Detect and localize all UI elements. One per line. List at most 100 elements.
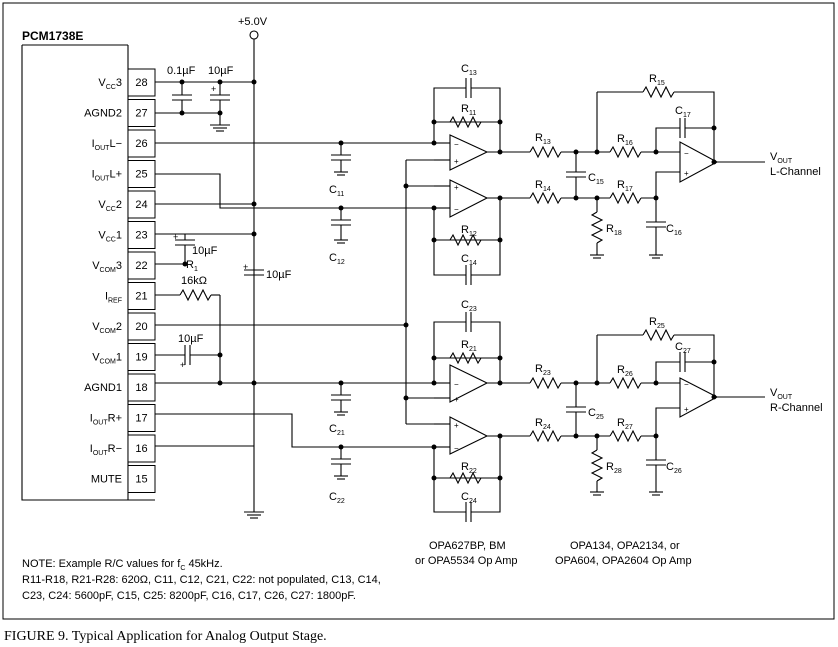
label-c-01uf: 0.1µF [167, 65, 196, 77]
svg-text:VOUT: VOUT [770, 387, 793, 401]
pin-label: IOUTR− [90, 443, 122, 457]
pin-label: IOUTL− [92, 138, 122, 152]
opamp2-line1: OPA134, OPA2134, or [570, 540, 680, 552]
note-line1b: 45kHz. [185, 558, 222, 570]
ref-r13: R13 [535, 132, 551, 146]
pin-label: IREF [105, 291, 122, 305]
pin-label: VCOM1 [92, 352, 122, 366]
vout-left-channel: L-Channel [770, 166, 821, 178]
pin-number: 17 [135, 413, 147, 425]
pin-number: 26 [135, 138, 147, 150]
svg-text:VOUT: VOUT [770, 151, 793, 165]
note-line1a: NOTE: Example R/C values for f [22, 558, 181, 570]
vout-right-channel: R-Channel [770, 402, 823, 414]
svg-text:+: + [211, 84, 216, 94]
ref-r18: R18 [606, 223, 622, 237]
svg-text:+: + [684, 405, 689, 414]
pin-number: 15 [135, 474, 147, 486]
ref-r28: R28 [606, 461, 622, 475]
vout-left-sub: OUT [777, 158, 793, 165]
opamp2-line2: OPA604, OPA2604 Op Amp [555, 555, 692, 567]
pin-label: AGND2 [84, 108, 122, 120]
svg-text:+: + [454, 395, 459, 404]
ref-c13: C13 [461, 63, 477, 77]
vout-left-base: V [770, 151, 778, 163]
ref-c25: C25 [588, 407, 604, 421]
pin-number: 16 [135, 443, 147, 455]
ref-r22: R22 [461, 461, 477, 475]
pin-number: 21 [135, 291, 147, 303]
svg-text:−: − [684, 380, 689, 389]
note-line2: R11-R18, R21-R28: 620Ω, C11, C12, C21, C… [22, 574, 381, 586]
label-r1-value: 16kΩ [181, 275, 207, 287]
opamp-polarity: −+ +− −+ −+ +− −+ [454, 140, 689, 453]
ref-r21: R21 [461, 339, 477, 353]
svg-text:+: + [454, 421, 459, 430]
pin-label: VCC2 [98, 199, 122, 213]
ref-c12: C12 [329, 252, 345, 266]
svg-text:+: + [684, 169, 689, 178]
opamp1-line2: or OPA5534 Op Amp [415, 555, 518, 567]
chip-pin: 26 IOUTL− [92, 129, 156, 158]
chip-pin: 27 AGND2 [84, 99, 156, 127]
pin-label: VCOM2 [92, 321, 122, 335]
ref-r15: R15 [649, 73, 665, 87]
ref-c26: C26 [666, 461, 682, 475]
vout-right-base: V [770, 387, 778, 399]
ref-r27: R27 [617, 417, 633, 431]
pin-number: 23 [135, 230, 147, 242]
pin-number: 27 [135, 108, 147, 120]
ref-c11: C11 [329, 184, 344, 198]
ref-c27: C27 [675, 341, 691, 355]
ref-c22: C22 [329, 491, 345, 505]
opamp1-line1: OPA627BP, BM [429, 540, 506, 552]
svg-text:+: + [454, 183, 459, 192]
ref-c16: C16 [666, 223, 682, 237]
output-right: VOUT R-Channel [770, 387, 823, 414]
chip-pin: 19 VCOM1 [92, 343, 156, 371]
svg-text:NOTE: Example R/C values for f: NOTE: Example R/C values for fC 45kHz. [22, 558, 223, 572]
svg-text:+: + [243, 262, 248, 272]
chip-pin: 21 IREF [105, 282, 156, 310]
ref-r14: R14 [535, 179, 551, 193]
pin-label: VCC1 [98, 230, 122, 244]
ref-r17: R17 [617, 179, 633, 193]
ref-r25: R25 [649, 316, 665, 330]
pin-number: 19 [135, 352, 147, 364]
pin-label: IOUTL+ [92, 169, 122, 183]
supply-label: +5.0V [238, 16, 268, 28]
chip-pin: 16 IOUTR− [90, 434, 156, 463]
ref-c24: C24 [461, 491, 477, 505]
svg-text:+: + [180, 360, 185, 370]
note: NOTE: Example R/C values for fC 45kHz. R… [22, 558, 381, 602]
label-c-10uf-d: 10µF [178, 333, 204, 345]
chip-pin: 20 VCOM2 [92, 312, 156, 341]
chip-pin: 24 VCC2 [98, 190, 156, 219]
figure-border [2, 2, 835, 620]
ref-r16: R16 [617, 133, 633, 147]
ref-r26: R26 [617, 364, 633, 378]
pin-label: VCOM3 [92, 260, 122, 274]
svg-text:−: − [454, 380, 459, 389]
chip-pin: 25 IOUTL+ [92, 160, 156, 188]
chip-name: PCM1738E [22, 29, 83, 43]
chip-pin: 23 VCC1 [98, 221, 156, 249]
pin-number: 25 [135, 169, 147, 181]
svg-text:−: − [684, 149, 689, 158]
pin-number: 20 [135, 321, 147, 333]
ref-c14: C14 [461, 253, 477, 267]
ref-r12: R12 [461, 224, 477, 238]
svg-text:−: − [454, 140, 459, 149]
pin-number: 18 [135, 382, 147, 394]
ref-c17: C17 [675, 105, 691, 119]
pin-number: 24 [135, 199, 147, 211]
ref-c15: C15 [588, 172, 604, 186]
label-c-10uf-a: 10µF [208, 65, 234, 77]
pin-label: VCC3 [98, 77, 122, 91]
